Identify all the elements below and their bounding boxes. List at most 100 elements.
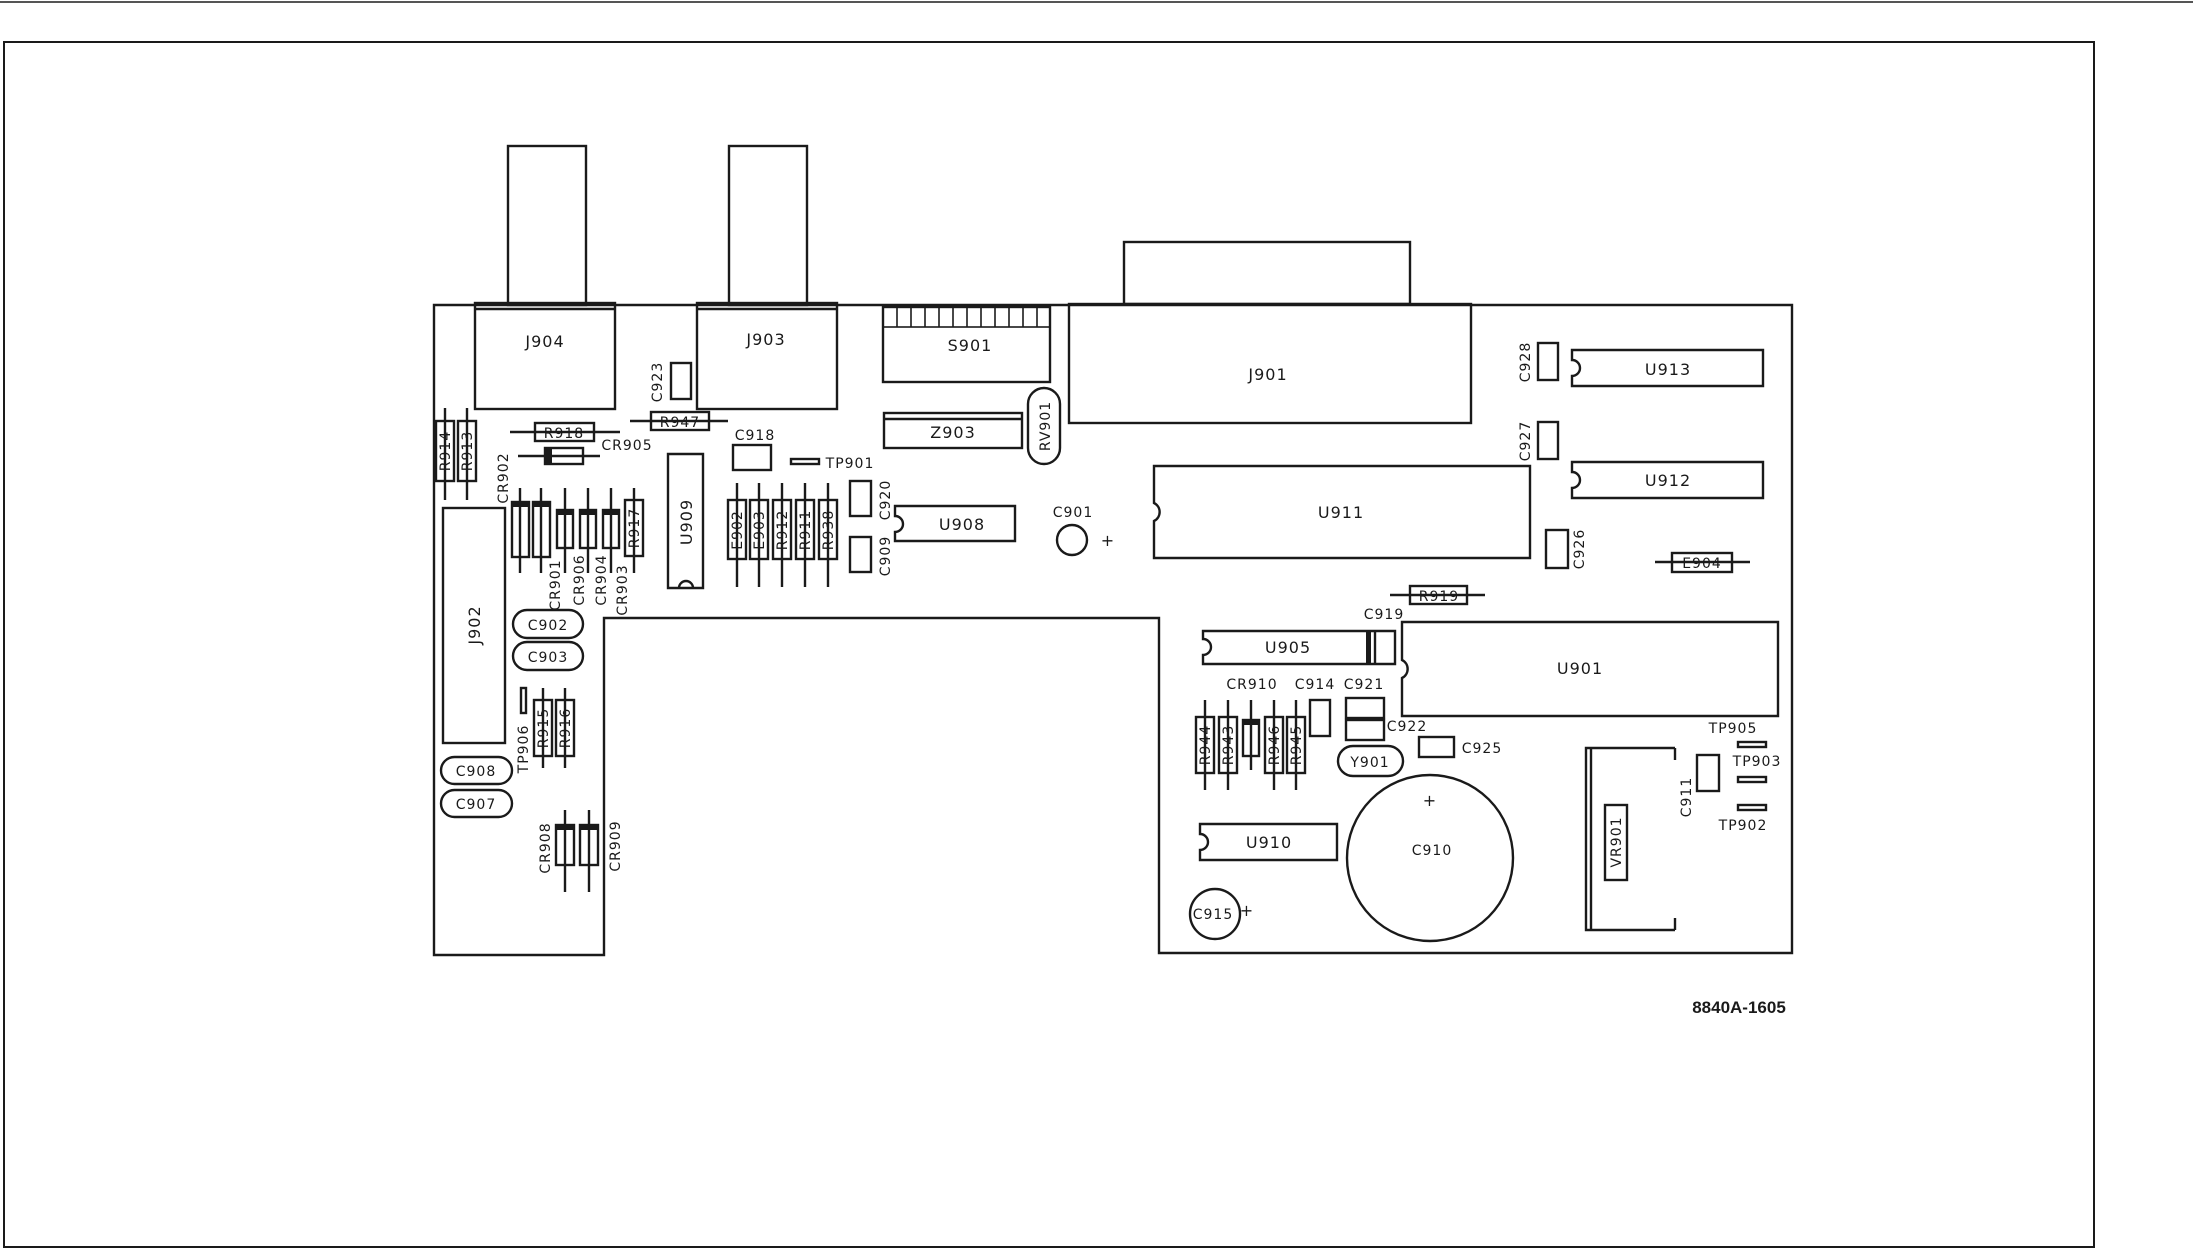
c907-capacitor: C907 — [439, 788, 514, 819]
e904-label: E904 — [1682, 556, 1722, 572]
c914-capacitor — [1308, 698, 1332, 738]
u905-ic: U905 — [1201, 629, 1397, 666]
r916-resistor: R916 — [554, 688, 576, 768]
r944-label: R944 — [1198, 725, 1214, 765]
tp905-label: TP905 — [1708, 721, 1758, 737]
c918-capacitor: C918 — [731, 428, 774, 472]
tp906-label: TP906 — [516, 725, 532, 775]
c910-capacitor: C910 + — [1345, 773, 1515, 943]
c915-label: C915 — [1193, 907, 1234, 923]
cr909-diode: CR909 — [578, 810, 624, 892]
cr901-diode: CR901 — [531, 488, 564, 611]
figure-number: 8840A-1605 — [1692, 998, 1786, 1017]
r913-label: R913 — [460, 431, 476, 471]
cr906-diode: CR906 — [555, 488, 588, 606]
c927-capacitor: C927 — [1518, 421, 1560, 462]
r943-resistor: R943 — [1217, 700, 1239, 790]
c901-capacitor: C901 + — [1053, 505, 1115, 557]
tp901-label: TP901 — [825, 456, 875, 472]
j904-label: J904 — [524, 332, 564, 351]
cr904-diode: CR904 — [578, 488, 610, 606]
r914-resistor: R914 — [434, 408, 456, 500]
cr901-label: CR901 — [548, 559, 564, 610]
c926-capacitor: C926 — [1544, 529, 1588, 570]
c919-label: C919 — [1364, 607, 1405, 623]
cr910-label: CR910 — [1226, 677, 1277, 693]
r946-label: R946 — [1267, 725, 1283, 765]
r938-label: R938 — [821, 510, 837, 550]
e903-jumper: E903 — [748, 483, 770, 587]
u912-label: U912 — [1645, 471, 1691, 490]
e903-label: E903 — [752, 510, 768, 550]
c901-polarity: + — [1101, 531, 1115, 550]
r918-resistor: R918 — [510, 421, 620, 443]
u911-ic: U911 — [1152, 464, 1532, 560]
r947-label: R947 — [660, 415, 700, 431]
y901-crystal: Y901 — [1336, 744, 1405, 778]
tp902-test-point: TP902 — [1718, 803, 1768, 834]
z903-network: Z903 — [882, 411, 1024, 450]
r911-label: R911 — [798, 510, 814, 550]
c915-capacitor: C915 + — [1188, 887, 1254, 941]
cr910-diode — [1241, 700, 1261, 770]
c923-label: C923 — [650, 362, 666, 403]
s901-switch: S901 — [881, 305, 1052, 384]
u909-ic: U909 — [666, 452, 705, 590]
vr901-regulator: VR901 — [1584, 746, 1677, 932]
r915-resistor: R915 — [532, 688, 554, 768]
c915-polarity: + — [1240, 901, 1254, 920]
c911-label: C911 — [1679, 777, 1695, 818]
c902-label: C902 — [528, 618, 569, 634]
rv901-potentiometer: RV901 — [1026, 386, 1062, 466]
u913-ic: U913 — [1570, 348, 1765, 388]
r915-label: R915 — [536, 708, 552, 748]
c914-label: C914 — [1295, 677, 1336, 693]
j902-connector: J902 — [441, 506, 507, 745]
z903-label: Z903 — [930, 423, 976, 442]
c908-label: C908 — [456, 764, 497, 780]
cr902-diode — [510, 488, 531, 573]
vr901-label: VR901 — [1609, 816, 1625, 867]
u911-label: U911 — [1318, 503, 1364, 522]
rv901-label: RV901 — [1038, 401, 1054, 451]
cr908-label: CR908 — [538, 822, 554, 873]
r913-resistor: R913 — [456, 408, 478, 500]
s901-label: S901 — [948, 336, 993, 355]
c923-capacitor: C923 — [650, 362, 693, 403]
c909-capacitor: C909 — [848, 536, 894, 577]
c928-capacitor: C928 — [1518, 342, 1560, 383]
j904-connector: J904 — [473, 144, 617, 411]
u909-label: U909 — [677, 499, 696, 545]
e904-jumper: E904 — [1655, 551, 1750, 574]
c911-capacitor: C911 — [1679, 753, 1721, 818]
c909-label: C909 — [878, 536, 894, 577]
c921-capacitor — [1344, 696, 1386, 720]
c920-label: C920 — [878, 480, 894, 521]
r945-resistor: R945 — [1285, 700, 1307, 790]
cr909-label: CR909 — [608, 820, 624, 871]
tp906-test-point: TP906 — [516, 686, 532, 775]
r916-label: R916 — [558, 708, 574, 748]
tp901-test-point: TP901 — [789, 456, 875, 472]
tp905-test-point: TP905 — [1708, 721, 1768, 749]
c927-label: C927 — [1518, 421, 1534, 462]
c926-label: C926 — [1572, 529, 1588, 570]
r917-label: R917 — [627, 508, 643, 548]
u905-label: U905 — [1265, 638, 1311, 657]
c902-capacitor: C902 — [511, 608, 585, 640]
tp902-label: TP902 — [1718, 818, 1768, 834]
figure-frame — [3, 41, 2095, 1248]
j903-connector: J903 — [695, 144, 839, 411]
c907-label: C907 — [456, 797, 497, 813]
cr902-label: CR902 — [496, 452, 512, 503]
r912-resistor: R912 — [771, 483, 793, 587]
u901-label: U901 — [1557, 659, 1603, 678]
c901-label: C901 — [1053, 505, 1094, 521]
cr906-label: CR906 — [572, 554, 588, 605]
e902-jumper: E902 — [726, 483, 748, 587]
cr903-diode: CR903 — [601, 488, 631, 616]
c928-label: C928 — [1518, 342, 1534, 383]
e902-label: E902 — [730, 510, 746, 550]
c922-label: C922 — [1387, 719, 1428, 735]
c925-label: C925 — [1462, 741, 1503, 757]
